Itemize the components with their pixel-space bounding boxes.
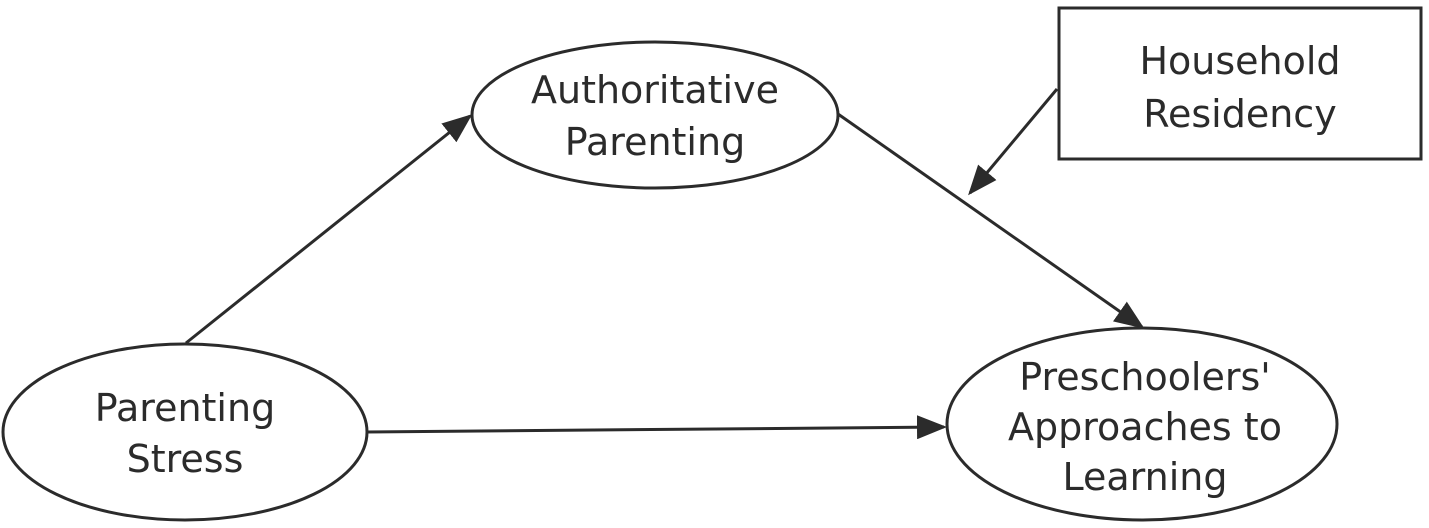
node-label-line: Stress (127, 437, 244, 481)
node-label-line: Parenting (95, 386, 275, 430)
node-label-line: Household (1139, 39, 1340, 83)
node-authoritative-parenting: Authoritative Parenting (470, 40, 840, 190)
node-label-line: Residency (1143, 92, 1336, 136)
node-label-line: Approaches to (1008, 405, 1282, 449)
node-parenting-stress: Parenting Stress (1, 342, 369, 522)
node-approaches-to-learning: Preschoolers' Approaches to Learning (945, 326, 1339, 522)
node-household-residency: Household Residency (1057, 6, 1423, 161)
arrow-parenting-to-learning (837, 112, 1145, 329)
arrow-stress-to-learning (365, 415, 947, 440)
node-label-line: Parenting (565, 120, 745, 164)
arrow-moderator-household-residency (968, 88, 1059, 196)
node-label-line: Learning (1063, 455, 1228, 499)
node-label-line: Preschoolers' (1019, 355, 1271, 399)
node-label-line: Authoritative (531, 68, 779, 112)
arrow-stress-to-parenting (185, 114, 473, 345)
